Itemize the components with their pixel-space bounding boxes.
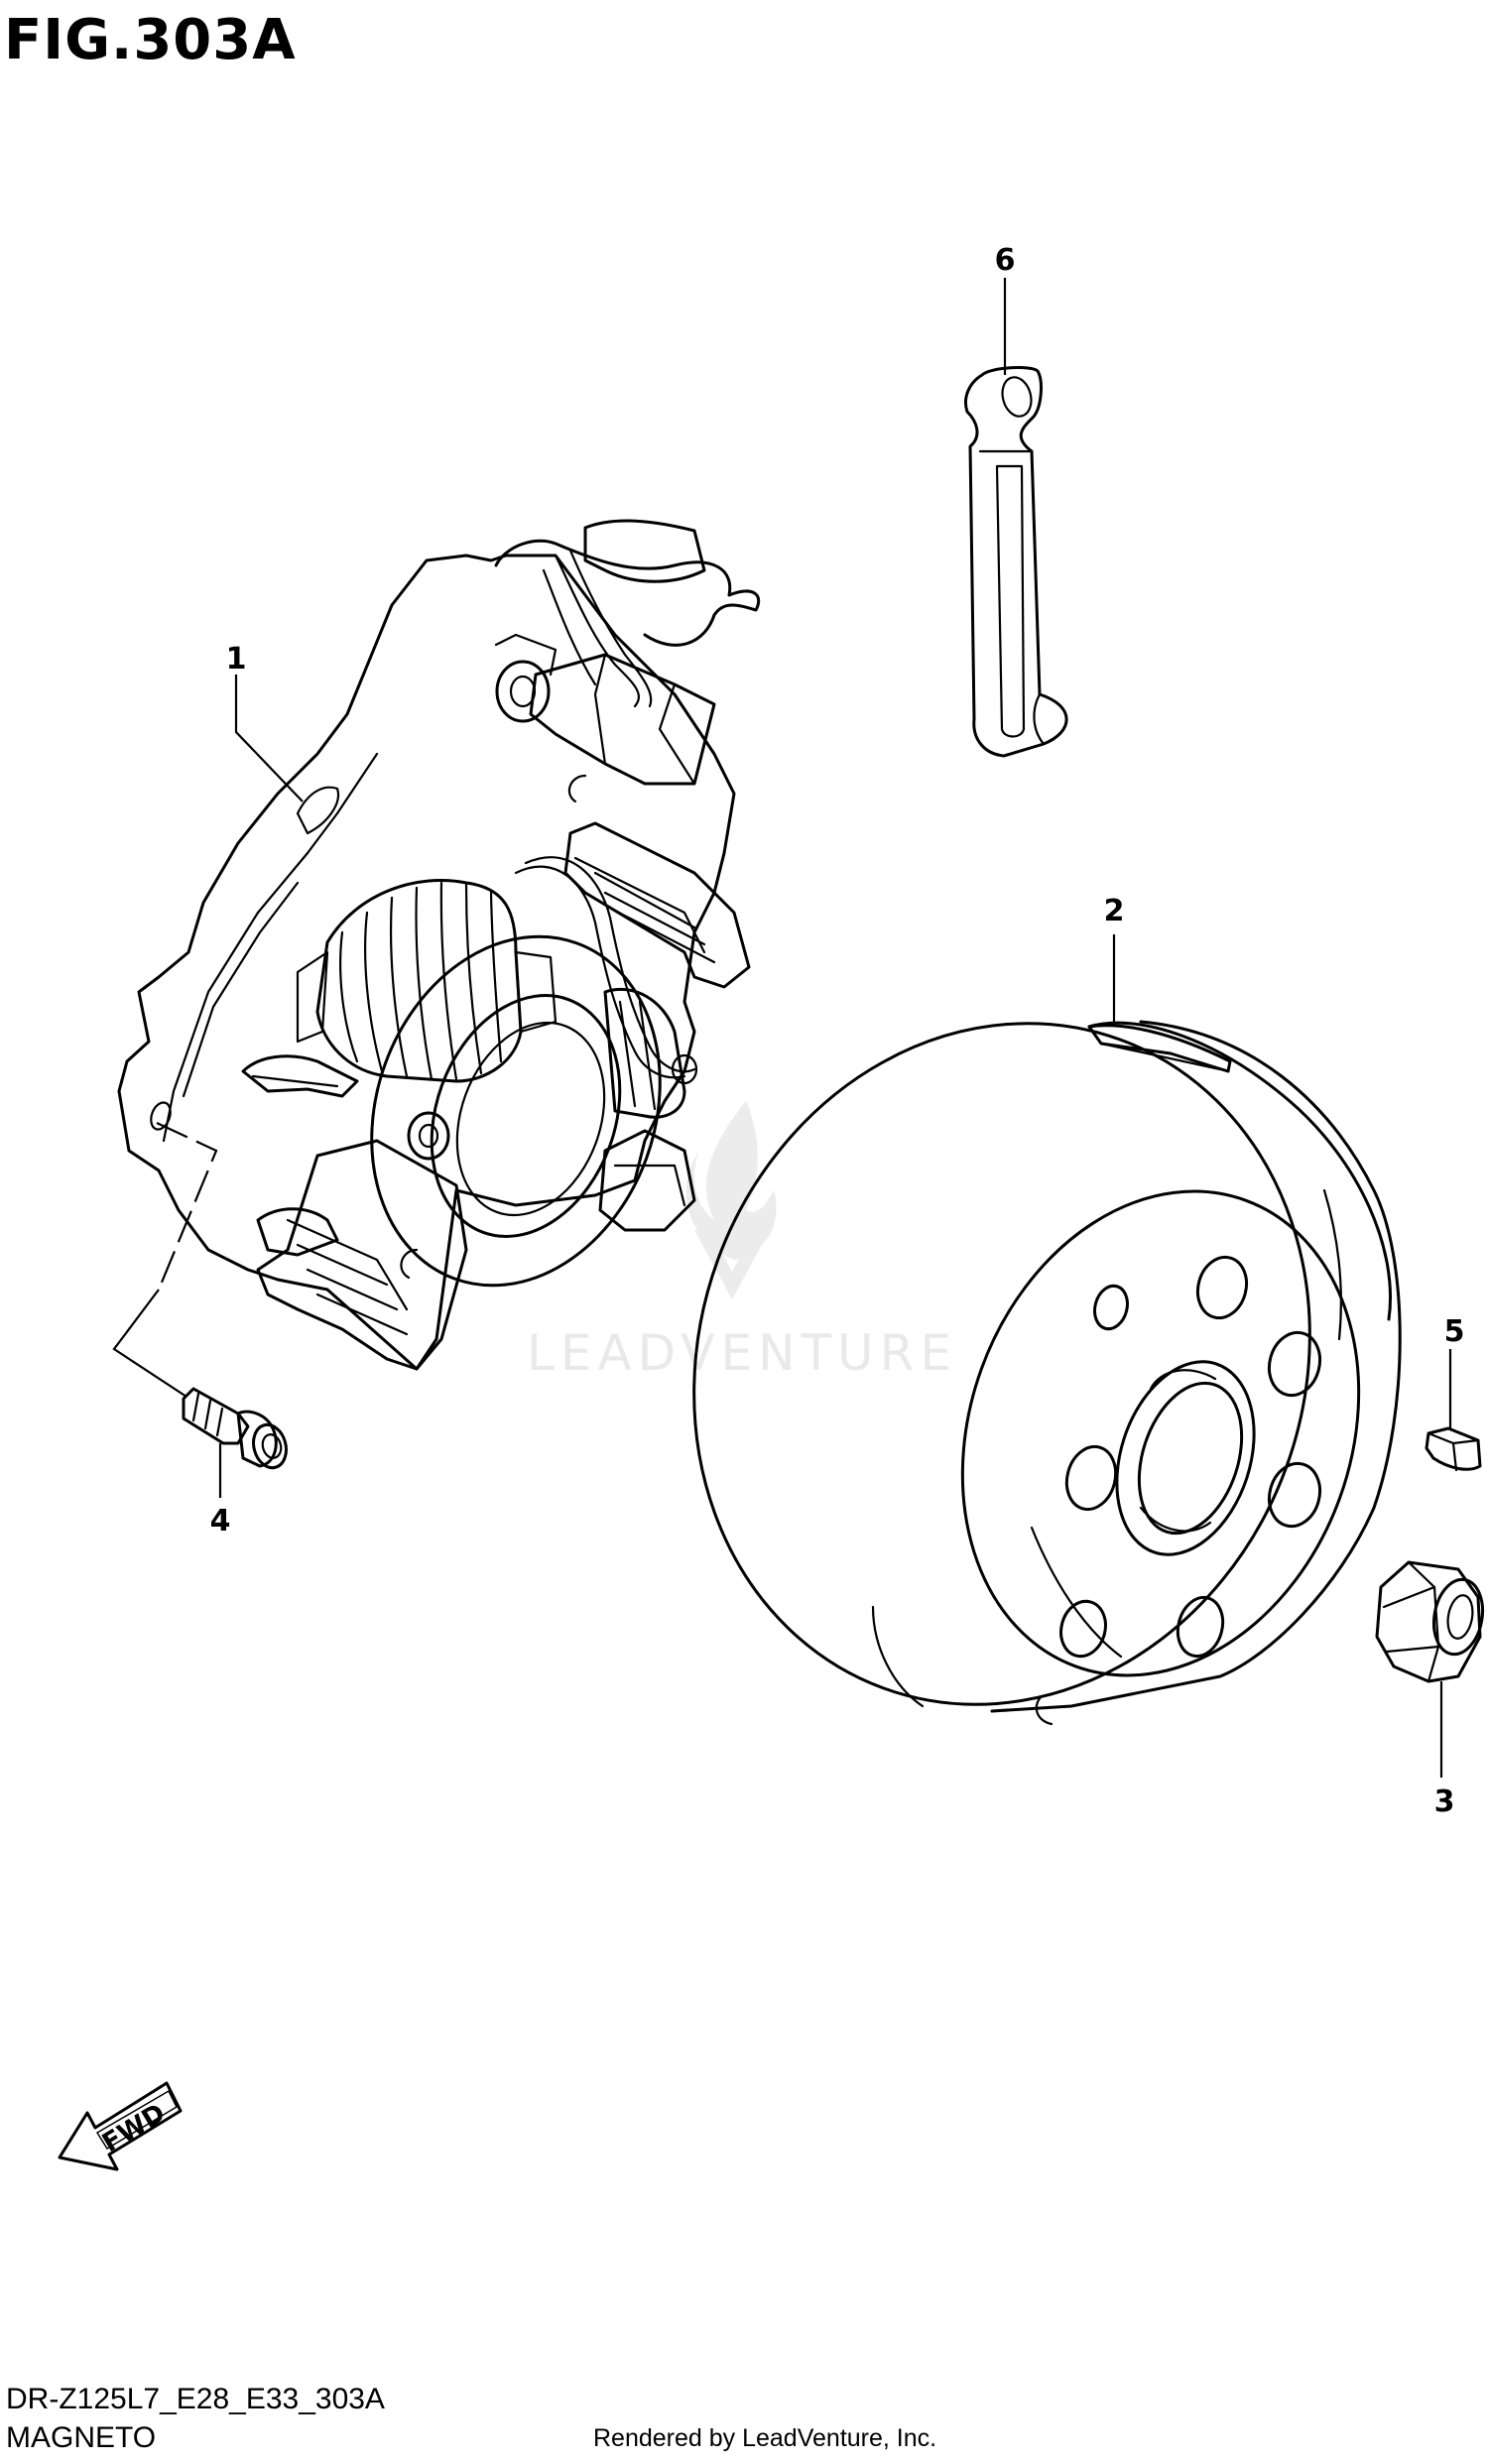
callout-6: 6 — [995, 243, 1016, 278]
fwd-label: FWD — [97, 2098, 171, 2158]
part-5-key — [1425, 1426, 1482, 1472]
leader-lines — [112, 278, 1452, 1778]
callout-3: 3 — [1434, 1785, 1455, 1819]
callout-1: 1 — [226, 642, 247, 677]
part-2-rotor — [692, 1020, 1402, 1726]
fwd-arrow-icon: FWD — [58, 2081, 183, 2171]
part-3-nut — [1375, 1560, 1485, 1683]
diagram-code: DR-Z125L7_E28_E33_303A — [6, 2383, 385, 2415]
callout-5: 5 — [1444, 1314, 1465, 1349]
part-1-stator — [117, 519, 761, 1371]
figure-title: FIG.303A — [4, 8, 297, 72]
part-4-bolt — [182, 1387, 288, 1470]
render-credit: Rendered by LeadVenture, Inc. — [593, 2424, 937, 2452]
callout-2: 2 — [1104, 894, 1125, 928]
part-6-band — [964, 366, 1068, 758]
callout-4: 4 — [210, 1504, 231, 1539]
watermark-flame-icon — [685, 1101, 777, 1299]
watermark-text: LEADVENTURE — [527, 1324, 957, 1382]
diagram-name: MAGNETO — [6, 2421, 157, 2454]
